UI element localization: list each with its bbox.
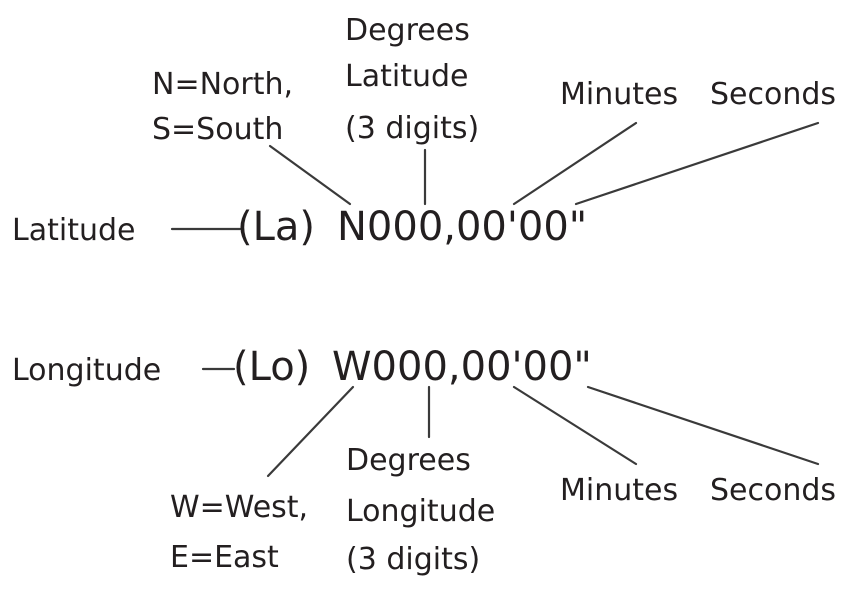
longitude-hemisphere-line-1: W=West, <box>170 490 308 525</box>
latitude-degrees-line-3: (3 digits) <box>345 111 479 146</box>
longitude-seconds-label: Seconds <box>710 473 836 508</box>
latitude-hemisphere-line-1: N=North, <box>152 67 293 102</box>
latitude-group: Latitude (La) N000,00'00" N=North, S=Sou… <box>12 13 836 250</box>
longitude-degrees-line-1: Degrees <box>346 443 471 478</box>
longitude-hemisphere-line-2: E=East <box>170 540 279 575</box>
latitude-minutes-label: Minutes <box>560 77 678 112</box>
longitude-minutes-leader <box>512 385 638 466</box>
latitude-seconds-leader <box>574 121 820 206</box>
longitude-group: Longitude (Lo) W000,00'00" W=West, E=Eas… <box>12 344 836 577</box>
longitude-abbrev: (Lo) <box>233 344 310 390</box>
longitude-seconds-leader <box>586 385 820 466</box>
latitude-minutes-leader <box>512 121 638 206</box>
latitude-label: Latitude <box>12 213 135 248</box>
latitude-degrees-line-1: Degrees <box>345 13 470 48</box>
latitude-hemisphere-line-2: S=South <box>152 112 283 147</box>
longitude-degrees-line-3: (3 digits) <box>346 542 480 577</box>
latitude-abbrev: (La) <box>237 204 315 250</box>
longitude-degrees-line-2: Longitude <box>346 494 495 529</box>
longitude-code: W000,00'00" <box>332 344 592 390</box>
latitude-degrees-line-2: Latitude <box>345 59 468 94</box>
longitude-label: Longitude <box>12 353 161 388</box>
latitude-hemisphere-leader <box>268 144 352 206</box>
longitude-hemisphere-leader <box>266 385 355 478</box>
latitude-code: N000,00'00" <box>337 204 587 250</box>
longitude-minutes-label: Minutes <box>560 473 678 508</box>
latitude-seconds-label: Seconds <box>710 77 836 112</box>
